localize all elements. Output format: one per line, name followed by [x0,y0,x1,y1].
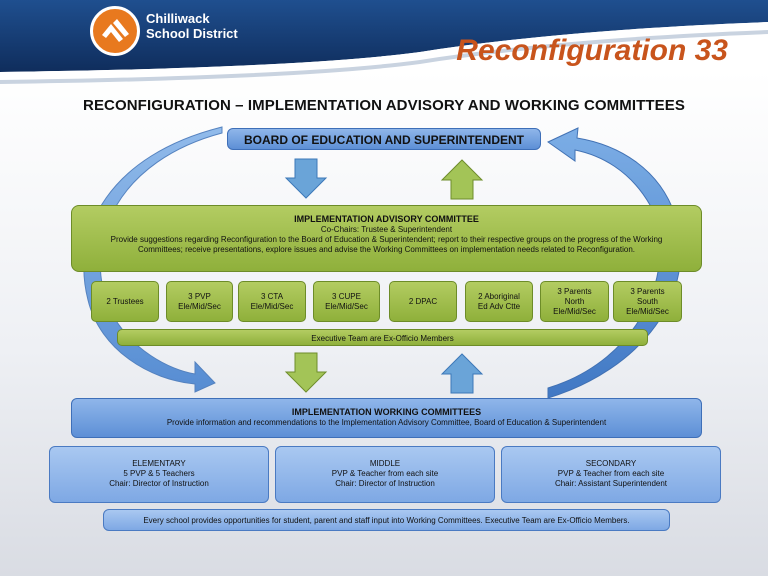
level-box-elementary: ELEMENTARY 5 PVP & 5 Teachers Chair: Dir… [49,446,269,503]
advisory-title: IMPLEMENTATION ADVISORY COMMITTEE [294,214,479,224]
member-line1: 3 CUPE [332,291,361,301]
member-line1: 3 Parents [557,286,592,296]
member-line3: Ele/Mid/Sec [553,306,596,316]
member-line1: 3 Parents [630,286,665,296]
board-box: BOARD OF EDUCATION AND SUPERINTENDENT [227,128,541,150]
advisory-desc-line2: Committees; receive presentations, explo… [138,245,635,254]
member-box: 2 Trustees [91,281,159,322]
level-name: MIDDLE [369,459,401,468]
exec-note-box: Executive Team are Ex-Officio Members [117,329,648,346]
page-title: RECONFIGURATION – IMPLEMENTATION ADVISOR… [83,97,685,114]
member-line2: Ele/Mid/Sec [325,301,368,311]
down-arrow-icon [284,158,328,199]
district-logo [90,6,140,56]
advisory-committee-box: IMPLEMENTATION ADVISORY COMMITTEE Co-Cha… [71,205,702,272]
up-arrow-icon [440,353,484,394]
member-line1: 3 CTA [260,291,284,301]
level-members: PVP & Teacher from each site [557,469,665,478]
footer-note: Every school provides opportunities for … [103,509,670,531]
up-arrow-icon [440,159,484,200]
slide-title: Reconfiguration 33 [456,34,728,67]
member-line1: 2 Trustees [106,296,144,306]
down-arrow-icon [284,352,328,393]
logo-line2: School District [146,26,238,41]
logo-line1: Chilliwack [146,11,210,26]
working-committees-box: IMPLEMENTATION WORKING COMMITTEES Provid… [71,398,702,438]
level-name: SECONDARY [585,459,637,468]
advisory-desc-line1: Provide suggestions regarding Reconfigur… [110,235,663,244]
logo-mark-icon [102,19,129,42]
member-line2: Ele/Mid/Sec [178,301,221,311]
member-line2: South [637,296,658,306]
member-line2: Ed Adv Ctte [477,301,521,311]
level-name: ELEMENTARY [132,459,186,468]
working-title: IMPLEMENTATION WORKING COMMITTEES [291,407,482,417]
member-box: 2 DPAC [389,281,457,322]
advisory-cochairs: Co-Chairs: Trustee & Superintendent [320,225,453,234]
level-box-middle: MIDDLE PVP & Teacher from each site Chai… [275,446,495,503]
level-members: PVP & Teacher from each site [331,469,439,478]
level-members: 5 PVP & 5 Teachers [123,469,195,478]
member-line1: 2 Aboriginal [478,291,520,301]
member-line1: 2 DPAC [408,296,438,306]
header-band [0,0,768,84]
level-chair: Chair: Director of Instruction [109,479,209,488]
level-chair: Chair: Assistant Superintendent [554,479,668,488]
member-line1: 3 PVP [188,291,211,301]
member-line3: Ele/Mid/Sec [626,306,669,316]
member-line2: North [564,296,585,306]
member-line2: Ele/Mid/Sec [250,301,294,311]
level-box-secondary: SECONDARY PVP & Teacher from each site C… [501,446,721,503]
logo-text: Chilliwack School District [146,11,238,41]
level-chair: Chair: Director of Instruction [335,479,435,488]
working-desc: Provide information and recommendations … [166,418,607,427]
